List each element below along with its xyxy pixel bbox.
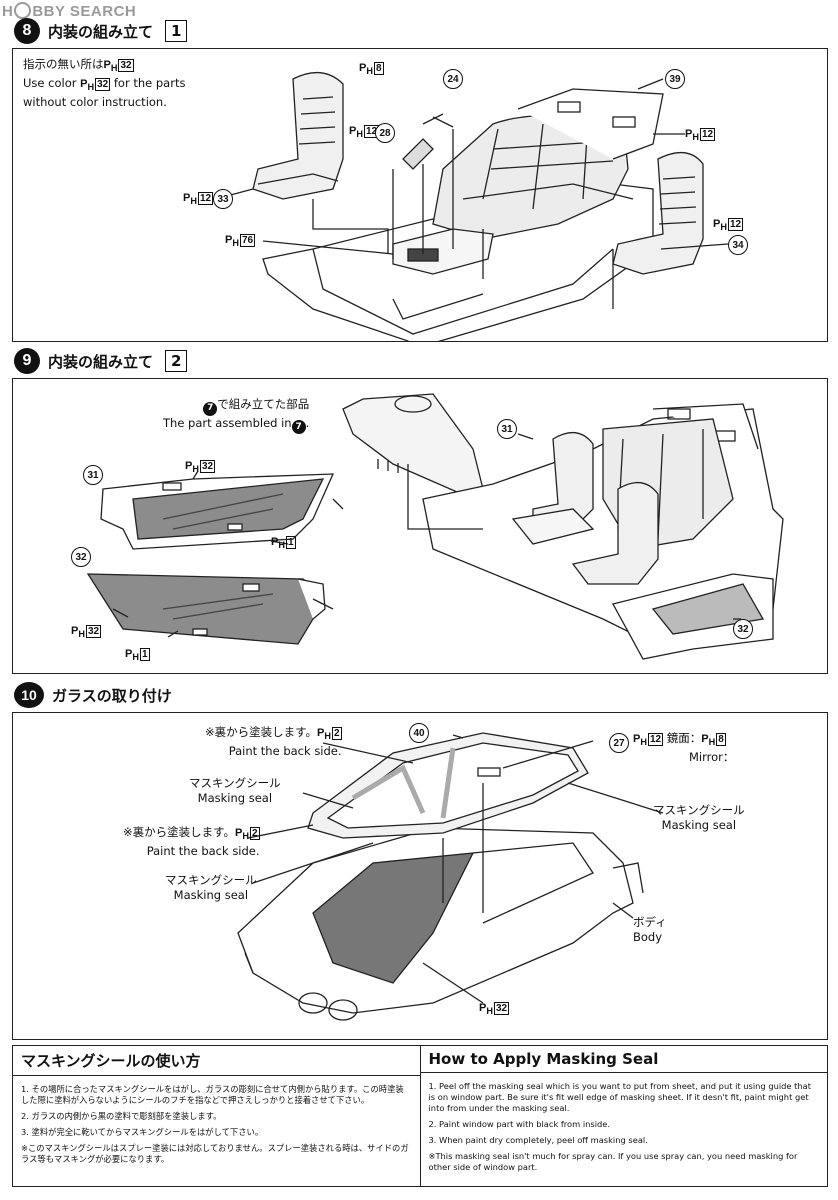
instruction-step: 3. 塗料が完全に乾いてからマスキングシールをはがして下さい。 (21, 1127, 264, 1137)
step-10-header: 10 ガラスの取り付け (14, 680, 172, 710)
instructions-jp: マスキングシールの使い方 1. その場所に合ったマスキングシールをはがし、ガラス… (13, 1046, 420, 1186)
instruction-step: ※This masking seal isn't much for spray … (428, 1151, 798, 1172)
step-8-header: 8 内装の組み立て 1 (14, 16, 188, 46)
masking-seal-instructions: マスキングシールの使い方 1. その場所に合ったマスキングシールをはがし、ガラス… (12, 1045, 828, 1187)
instruction-step: 2. Paint window part with black from ins… (428, 1119, 611, 1129)
interior-1-diagram (222, 72, 729, 341)
step-number: 9 (14, 348, 40, 374)
instructions-title-jp: マスキングシールの使い方 (13, 1050, 420, 1076)
part-number: 31 (497, 419, 517, 439)
step-box: 1 (165, 20, 188, 42)
step-title: 内装の組み立て (48, 352, 154, 371)
step-number: 10 (14, 682, 44, 708)
part-number: 34 (728, 235, 748, 255)
step-9-header: 9 内装の組み立て 2 (14, 346, 188, 376)
interior-2-diagram (86, 393, 784, 660)
part-number: 28 (375, 123, 395, 143)
instruction-step: 2. ガラスの内側から黒の塗料で彫刻部を塗装します。 (21, 1111, 222, 1121)
part-number: 40 (409, 723, 429, 743)
step-number: 8 (14, 18, 40, 44)
step-title: 内装の組み立て (48, 22, 154, 41)
instruction-step: 3. When paint dry completely, peel off m… (428, 1135, 648, 1145)
step-box: 2 (165, 350, 188, 372)
part-number: 27 (609, 733, 629, 753)
part-number: 32 (733, 619, 753, 639)
part-number: 31 (83, 465, 103, 485)
part-number: 33 (213, 189, 233, 209)
part-number: 39 (665, 69, 685, 89)
glass-body-diagram (237, 732, 664, 1021)
step-title: ガラスの取り付け (52, 686, 172, 705)
instructions-en: How to Apply Masking Seal 1. Peel off th… (419, 1046, 827, 1186)
instruction-step: 1. その場所に合ったマスキングシールをはがし、ガラスの彫刻に合せて内側から貼り… (21, 1084, 404, 1105)
part-number: 24 (443, 69, 463, 89)
instruction-step: ※このマスキングシールはスプレー塗装には対応しておりません。スプレー塗装される時… (21, 1143, 409, 1164)
part-number: 32 (71, 547, 91, 567)
instruction-step: 1. Peel off the masking seal which is yo… (428, 1081, 812, 1113)
instructions-title-en: How to Apply Masking Seal (420, 1050, 827, 1073)
